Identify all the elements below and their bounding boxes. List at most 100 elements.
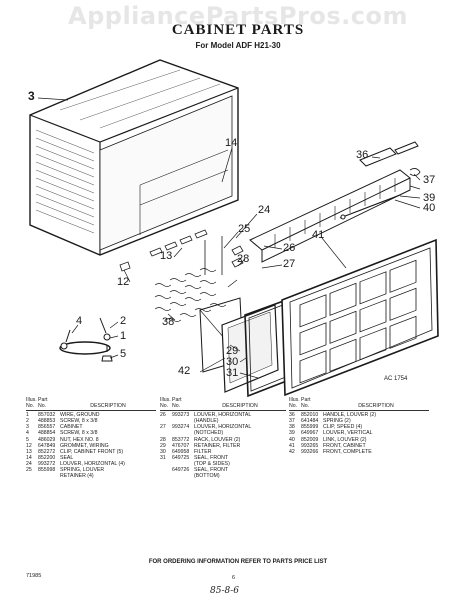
document-code: 71985 [26,573,42,579]
part-description: CLIP, SPEED (4) [323,424,363,431]
callout-4: 4 [76,315,83,327]
part-description: LINK, LOUVER (2) [323,436,367,443]
part-number: 488854 [38,430,56,437]
callout-41: 41 [312,229,325,241]
illus-number: 41 [289,442,295,449]
illus-number [160,473,172,479]
cabinet-drawing [29,59,239,272]
louver-racks-drawing [149,229,244,322]
illus-number: 13 [26,448,32,455]
callout-31: 31 [226,367,239,379]
cabinet-front-drawing [281,238,439,397]
callout-25: 25 [238,223,251,235]
callout-42: 42 [178,365,191,377]
ordering-info-footer: FOR ORDERING INFORMATION REFER TO PARTS … [148,559,328,565]
ground-wire-drawing [59,317,113,362]
part-number: 993265 [301,442,319,449]
part-number [38,473,60,479]
page-title: CABINET PARTS [171,22,305,38]
part-number: 857032 [38,412,56,419]
part-description: LOUVER, VERTICAL [323,430,373,437]
illus-number: 29 [160,442,166,449]
illus-number: 30 [160,448,166,455]
callout-5: 5 [120,348,127,360]
illus-number: 5 [26,436,29,443]
part-number: 853772 [172,436,190,443]
watermark: AppliancePartsPros.com [68,2,408,30]
callout-27: 27 [283,258,296,270]
page-subtitle: For Model ADF H21-30 [195,41,281,50]
part-number: 855998 [38,467,56,474]
callout-3: 3 [28,89,35,103]
callout-1: 1 [120,330,127,342]
callout-2: 2 [120,315,127,327]
callout-28: 28 [237,253,250,265]
callout-38: 38 [162,316,175,328]
callout-14: 14 [225,137,238,149]
parts-table-row: (NOTCHED) [160,430,286,436]
parts-table-row: RETAINER (4) [26,473,156,479]
handwritten-note: 85-8-6 [210,586,239,596]
part-description: LOUVER, HORIZONTAL [194,412,252,419]
illus-number: 27 [160,424,166,431]
callout-40: 40 [423,202,436,214]
part-description: LOUVER, HORIZONTAL [194,424,252,431]
part-description: FRONT, COMPLETE [323,448,372,455]
illus-number: 36 [289,412,295,419]
illus-number: 3 [26,424,29,431]
part-description: SEAL [60,454,74,461]
part-number: 649958 [172,448,190,455]
part-number: 993272 [38,460,56,467]
part-description: (BOTTOM) [194,473,220,480]
illus-number: 24 [26,460,32,467]
illus-number: 12 [26,442,32,449]
part-number: 488853 [38,418,56,425]
part-number: 852200 [38,454,56,461]
part-description: SEAL, FRONT [194,467,229,474]
illus-number: 28 [160,436,166,443]
leader-lines [37,97,421,379]
part-description: (HANDLE) [194,418,219,425]
part-description: SPRING, LOUVER [60,467,105,474]
illus-number: 2 [26,418,29,425]
part-description: (NOTCHED) [194,430,224,437]
part-number: 852009 [301,436,319,443]
part-description: RACK, LOUVER (2) [194,436,241,443]
callout-13: 13 [160,250,173,262]
illus-number: 40 [289,436,295,443]
part-description: SCREW, 8 x 3/8 [60,430,98,437]
parts-table-row: 40 852009 LINK, LOUVER (2) [289,437,429,443]
part-description: (TOP & SIDES) [194,460,230,467]
part-number: 856557 [38,424,56,431]
parts-table-row: (BOTTOM) [160,473,286,479]
part-number: 855999 [301,424,319,431]
illus-number: 38 [289,424,295,431]
callout-30: 30 [226,356,239,368]
part-description: LOUVER, HORIZONTAL (4) [60,460,125,467]
part-description: SEAL, FRONT [194,454,229,461]
part-number: 993266 [301,448,319,455]
illus-number: 39 [289,430,295,437]
part-description: SPRING (2) [323,418,351,425]
part-description: NUT, HEX NO. 8 [60,436,99,443]
filter-seal-drawing [199,293,303,398]
part-description: RETAINER (4) [60,473,94,480]
parts-table-row: 38 855999 CLIP, SPEED (4) [289,424,429,430]
part-description: GROMMET, WIRING [60,442,109,449]
part-number: 852272 [38,448,56,455]
illus-number: 37 [289,418,295,425]
